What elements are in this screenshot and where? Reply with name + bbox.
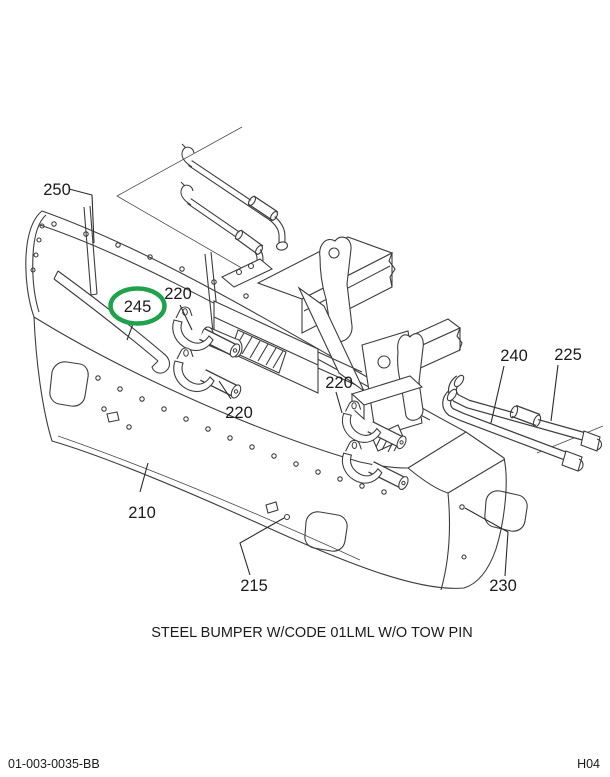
bumper-end-cutout — [484, 490, 528, 532]
bumper-face-holes — [95, 375, 467, 560]
callout-220-right-label[interactable]: 220 — [325, 374, 353, 392]
hatch-marks-right — [375, 430, 402, 453]
callout-215-label[interactable]: 215 — [240, 577, 268, 595]
callout-220-left[interactable]: 220 — [164, 285, 193, 331]
frame-bracket-right — [350, 318, 463, 453]
diagram-caption: STEEL BUMPER W/CODE 01LML W/O TOW PIN — [151, 625, 472, 641]
callout-220-right[interactable]: 220 — [325, 374, 353, 414]
callout-225[interactable]: 225 — [550, 346, 582, 422]
brace-rods — [180, 143, 289, 273]
callout-245-label[interactable]: 245 — [124, 298, 152, 316]
callout-250[interactable]: 250 — [43, 181, 95, 244]
callout-220-left-label[interactable]: 220 — [164, 285, 192, 303]
callout-210-label[interactable]: 210 — [128, 504, 156, 522]
bumper-left-cutout — [49, 361, 89, 407]
crossover-tubes — [445, 374, 603, 472]
frame-crossmember-assembly — [201, 236, 396, 394]
bumper-210 — [25, 205, 528, 591]
callout-220-lower-label[interactable]: 220 — [225, 404, 253, 422]
footer-page-code: H04 — [577, 757, 600, 771]
callout-240-label[interactable]: 240 — [500, 347, 528, 365]
callout-230-label[interactable]: 230 — [489, 577, 517, 595]
callout-230[interactable]: 230 — [464, 507, 517, 595]
highlight-ellipse — [108, 286, 167, 326]
callout-245-highlighted[interactable]: 245 — [108, 286, 167, 341]
callout-225-label[interactable]: 225 — [554, 346, 582, 364]
callout-215[interactable]: 215 — [239, 517, 285, 595]
footer-doc-code: 01-003-0035-BB — [8, 757, 100, 771]
callout-250-label[interactable]: 250 — [43, 181, 71, 199]
callout-220-lower[interactable]: 220 — [218, 380, 253, 422]
bumper-center-cutout — [304, 511, 348, 552]
callout-240[interactable]: 240 — [490, 347, 528, 424]
bumper-screw-215 — [283, 513, 291, 521]
callout-210[interactable]: 210 — [128, 462, 156, 522]
